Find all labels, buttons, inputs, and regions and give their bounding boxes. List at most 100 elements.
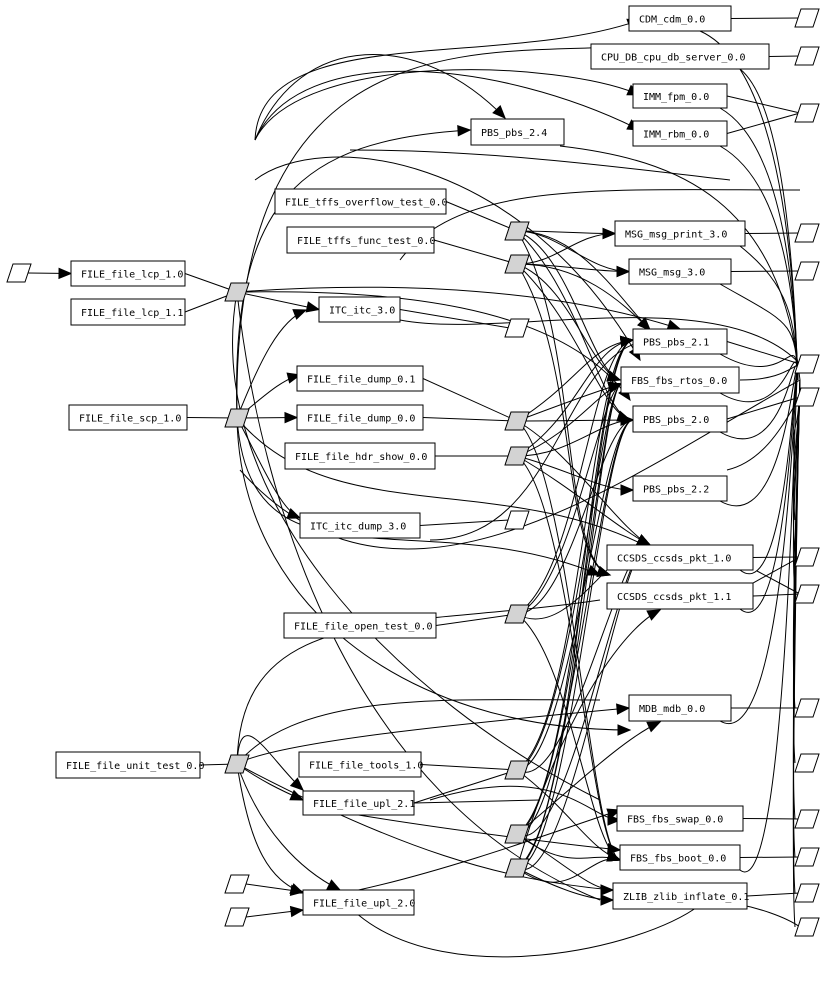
node-label: PBS_pbs_2.4 <box>481 128 547 139</box>
terminal-node[interactable] <box>794 387 820 407</box>
junction-node[interactable] <box>504 824 530 844</box>
node-box <box>298 751 422 778</box>
graph-node[interactable]: FILE_file_lcp_1.0 <box>70 260 186 287</box>
arrowhead <box>600 884 615 896</box>
graph-node[interactable]: FBS_fbs_swap_0.0 <box>616 805 744 832</box>
graph-node[interactable]: FILE_file_scp_1.0 <box>68 404 188 431</box>
terminal-node[interactable] <box>794 46 820 66</box>
terminal-node[interactable] <box>794 809 820 829</box>
arrowhead <box>305 301 321 313</box>
graph-node[interactable]: FBS_fbs_boot_0.0 <box>619 844 741 871</box>
graph-node[interactable]: PBS_pbs_2.0 <box>632 405 728 433</box>
junction-node[interactable] <box>504 446 530 466</box>
edge <box>236 417 631 731</box>
graph-node[interactable]: PBS_pbs_2.1 <box>632 328 728 355</box>
edge <box>254 156 641 361</box>
graph-node[interactable]: PBS_pbs_2.4 <box>470 118 565 146</box>
terminal-node[interactable] <box>224 874 250 894</box>
terminal-node[interactable] <box>794 584 820 604</box>
graph-node[interactable]: CCSDS_ccsds_pkt_1.0 <box>606 544 754 571</box>
terminal-node[interactable] <box>794 354 820 374</box>
junction-node[interactable] <box>504 254 530 274</box>
edge-terminal <box>752 556 801 558</box>
node-box <box>632 120 728 147</box>
arrowhead <box>289 883 305 894</box>
terminal-node[interactable] <box>6 263 32 283</box>
graph-node[interactable]: FILE_file_hdr_show_0.0 <box>284 442 436 470</box>
edge <box>516 230 631 421</box>
edge <box>516 609 661 869</box>
junction-node[interactable] <box>504 604 530 624</box>
junction-node[interactable] <box>224 754 250 774</box>
graph-node[interactable]: FILE_file_open_test_0.0 <box>283 612 437 639</box>
graph-node[interactable]: MDB_mdb_0.0 <box>628 694 732 722</box>
edge <box>254 54 506 141</box>
terminal-node[interactable] <box>794 917 820 937</box>
edge <box>559 145 801 381</box>
graph-node[interactable]: CDM_cdm_0.0 <box>628 5 732 32</box>
graph-node[interactable]: ITC_itc_dump_3.0 <box>299 512 421 539</box>
node-label: FILE_file_upl_2.0 <box>313 899 415 910</box>
graph-node[interactable]: FILE_file_dump_0.1 <box>296 365 424 392</box>
terminal-node[interactable] <box>504 318 530 338</box>
terminal-node[interactable] <box>504 510 530 530</box>
edge-terminal <box>730 270 801 272</box>
graph-node[interactable]: FILE_tffs_overflow_test_0.0 <box>274 188 448 215</box>
terminal-node[interactable] <box>794 223 820 243</box>
junction-node[interactable] <box>224 408 250 428</box>
node-label: FBS_fbs_swap_0.0 <box>627 815 723 826</box>
graph-node[interactable]: FILE_file_upl_2.1 <box>302 790 415 816</box>
node-box <box>628 258 732 285</box>
edge <box>429 339 651 541</box>
arrowhead <box>606 843 622 855</box>
junction-node[interactable] <box>224 282 250 302</box>
junction-node[interactable] <box>504 858 530 878</box>
graph-node[interactable]: FILE_file_tools_1.0 <box>298 751 423 778</box>
node-box <box>606 544 754 571</box>
graph-node[interactable]: ZLIB_zlib_inflate_0.1 <box>612 882 749 910</box>
arrowhead <box>284 411 299 424</box>
graph-node[interactable]: FBS_fbs_rtos_0.0 <box>620 366 740 394</box>
arrowhead <box>596 565 612 577</box>
node-box <box>470 118 565 146</box>
junction-node[interactable] <box>504 221 530 241</box>
graph-node[interactable]: FILE_file_unit_test_0.0 <box>55 751 204 779</box>
graph-node[interactable]: FILE_file_lcp_1.1 <box>70 298 186 326</box>
graph-node[interactable]: ITC_itc_3.0 <box>318 296 401 323</box>
node-label: IMM_rbm_0.0 <box>643 130 709 141</box>
junction-node[interactable] <box>504 411 530 431</box>
junction-node[interactable] <box>504 760 530 780</box>
graph-node[interactable]: FILE_tffs_func_test_0.0 <box>286 226 435 254</box>
edge-terminal <box>744 232 801 234</box>
graph-node[interactable]: CPU_DB_cpu_db_server_0.0 <box>590 43 770 70</box>
graph-node[interactable]: MSG_msg_3.0 <box>628 258 732 285</box>
graph-node[interactable]: FILE_file_upl_2.0 <box>302 889 415 916</box>
graph-node[interactable]: IMM_fpm_0.0 <box>632 83 728 109</box>
terminal-node[interactable] <box>794 698 820 718</box>
arrowhead <box>457 124 472 137</box>
graph-node[interactable]: IMM_rbm_0.0 <box>632 120 728 147</box>
graph-node[interactable]: FILE_file_dump_0.0 <box>296 404 424 431</box>
graph-node[interactable]: CCSDS_ccsds_pkt_1.1 <box>606 582 754 610</box>
terminal-node[interactable] <box>794 261 820 281</box>
edge <box>516 383 622 869</box>
terminal-node[interactable] <box>794 8 820 28</box>
arrowhead <box>646 609 662 621</box>
graph-node[interactable]: PBS_pbs_2.2 <box>632 475 728 502</box>
node-label: CDM_cdm_0.0 <box>639 15 705 26</box>
terminal-node[interactable] <box>224 907 250 927</box>
terminal-node[interactable] <box>794 883 820 903</box>
edge <box>358 814 621 851</box>
graph-node[interactable]: MSG_msg_print_3.0 <box>614 220 746 247</box>
arrowhead <box>636 534 652 546</box>
node-label: PBS_pbs_2.1 <box>643 338 709 349</box>
terminal-node[interactable] <box>794 847 820 867</box>
node-label: FBS_fbs_boot_0.0 <box>630 854 726 865</box>
node-label: CCSDS_ccsds_pkt_1.0 <box>617 554 731 565</box>
edge-terminal <box>742 818 801 820</box>
terminal-node[interactable] <box>794 547 820 567</box>
node-label: FILE_file_lcp_1.1 <box>81 308 183 319</box>
terminal-node[interactable] <box>794 753 820 773</box>
terminal-node[interactable] <box>794 103 820 123</box>
edge <box>358 904 701 958</box>
